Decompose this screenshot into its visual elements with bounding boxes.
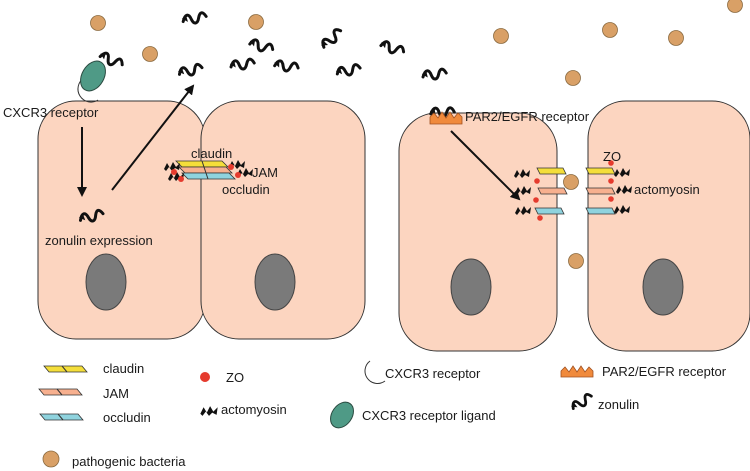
zo-protein <box>534 178 540 184</box>
occludin-label: occludin <box>222 182 270 197</box>
jam-swatch <box>38 388 83 396</box>
legend-label-claudin: claudin <box>103 361 144 376</box>
par2-egfr-swatch <box>560 365 594 378</box>
legend-label-jam: JAM <box>103 386 129 401</box>
zo-protein <box>533 197 539 203</box>
tight-junction-disrupted <box>514 160 632 221</box>
pathogenic-bacterium <box>602 22 618 38</box>
cxcr3-receptor-ligand <box>80 60 106 92</box>
legend-label-zo: ZO <box>226 370 244 385</box>
legend-item-actomyosin: actomyosin <box>200 402 287 417</box>
zonulin-molecule <box>246 36 276 56</box>
zo-protein <box>537 215 543 221</box>
pathogenic-bacterium <box>727 0 743 13</box>
legend-label-cxcr3-ligand: CXCR3 receptor ligand <box>362 408 496 423</box>
cxcr3-receptor-swatch <box>364 360 386 384</box>
arrow-par2-to-junction <box>450 130 521 201</box>
bacteria-swatch <box>42 450 60 468</box>
legend-item-par2-egfr: PAR2/EGFR receptor <box>560 364 727 379</box>
legend-label-cxcr3-receptor: CXCR3 receptor <box>385 366 481 381</box>
zo-protein <box>608 196 614 202</box>
pathogenic-bacterium <box>668 30 684 46</box>
zonulin-molecule <box>333 62 363 79</box>
zonulin-swatch <box>568 391 596 414</box>
pathogenic-bacterium <box>90 15 106 31</box>
zonulin-molecule <box>175 61 205 80</box>
bacteria-group <box>90 0 743 269</box>
legend-label-zonulin: zonulin <box>598 397 639 412</box>
nucleus <box>450 258 492 316</box>
tight-junction-intact <box>164 160 253 182</box>
cxcr3-receptor-label: CXCR3 receptor <box>3 105 99 120</box>
zonulin-expression-label: zonulin expression <box>45 233 153 248</box>
par2-egfr-receptor-label: PAR2/EGFR receptor <box>465 109 590 124</box>
legend-item-jam: JAM <box>38 386 129 401</box>
strand-divider <box>61 365 68 373</box>
pathogenic-bacterium <box>565 70 581 86</box>
legend-item-claudin: claudin <box>43 361 144 376</box>
zonulin-molecule <box>317 25 346 52</box>
zo-swatch <box>200 372 210 382</box>
arrow-zonulin-release <box>111 84 195 191</box>
jam-strand <box>585 187 616 195</box>
legend-item-occludin: occludin <box>39 410 151 425</box>
epithelial-cell-right-2 <box>587 100 750 352</box>
par2-egfr-receptor <box>429 111 463 125</box>
nucleus <box>642 258 684 316</box>
occludin-strand <box>585 207 616 215</box>
legend-item-zonulin: zonulin <box>568 391 639 414</box>
zo-label: ZO <box>603 149 621 164</box>
legend-label-occludin: occludin <box>103 410 151 425</box>
jam-strand <box>537 187 568 195</box>
claudin-strand <box>536 167 567 175</box>
actomyosin-swatch <box>200 406 218 416</box>
occludin-strand <box>181 172 236 180</box>
legend-item-zo: ZO <box>200 370 244 385</box>
cxcr3-ligand-swatch <box>330 401 354 429</box>
claudin-label: claudin <box>191 146 232 161</box>
zonulin-molecule <box>179 10 209 27</box>
jam-label: JAM <box>252 165 278 180</box>
legend-label-actomyosin: actomyosin <box>221 402 287 417</box>
nucleus <box>254 253 296 311</box>
legend-item-cxcr3-ligand: CXCR3 receptor ligand <box>330 401 496 429</box>
legend-item-cxcr3-receptor: CXCR3 receptor <box>364 360 481 384</box>
zonulin-molecule <box>271 57 301 75</box>
strand-divider <box>57 413 64 421</box>
legend-label-par2-egfr: PAR2/EGFR receptor <box>602 364 727 379</box>
strand-divider <box>56 388 63 396</box>
epithelial-cell-right-1 <box>398 112 558 352</box>
zo-protein <box>608 160 614 166</box>
claudin-swatch <box>43 365 88 373</box>
occludin-swatch <box>39 413 84 421</box>
legend: claudin JAM occludin ZO actomyosin CXCR3… <box>38 360 727 469</box>
pathogenic-bacterium <box>568 253 584 269</box>
zo-protein <box>171 169 177 175</box>
legend-label-pathogenic-bacteria: pathogenic bacteria <box>72 454 186 469</box>
nucleus <box>85 253 127 311</box>
strand-divider <box>201 160 209 180</box>
zo-protein <box>608 178 614 184</box>
pathogenic-bacterium <box>493 28 509 44</box>
zonulin-molecule <box>377 37 407 59</box>
zo-protein <box>178 176 184 182</box>
actomyosin-label: actomyosin <box>634 182 700 197</box>
epithelial-cell-left-2 <box>200 100 366 340</box>
pathogenic-bacterium <box>248 14 264 30</box>
zo-protein <box>228 164 234 170</box>
claudin-strand <box>585 167 616 175</box>
zonulin-molecule <box>227 57 257 72</box>
pathogenic-bacterium <box>563 174 579 190</box>
epithelial-cell-left-1 <box>37 100 206 340</box>
occludin-strand <box>534 207 565 215</box>
legend-item-pathogenic-bacteria: pathogenic bacteria <box>42 450 186 469</box>
pathogenic-bacterium <box>142 46 158 62</box>
zonulin-molecule <box>419 67 449 82</box>
zo-protein <box>235 172 241 178</box>
cxcr3-receptor <box>77 77 99 103</box>
